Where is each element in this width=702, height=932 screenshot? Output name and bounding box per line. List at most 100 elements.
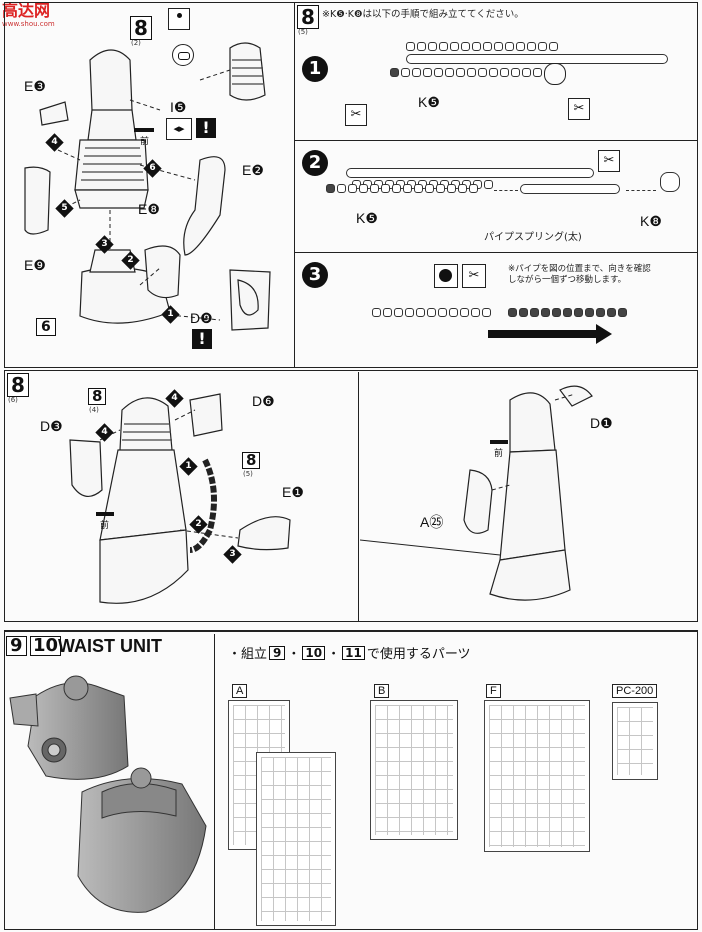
sub-step-2: 2 (302, 150, 328, 176)
step-10: 10 (30, 636, 62, 656)
k5-segments (390, 68, 542, 77)
step-marker-4: 4 (165, 389, 184, 408)
step-marker-3: 3 (223, 545, 242, 564)
pipe-spring-label: パイプスプリング(太) (484, 232, 582, 243)
parts-step-10: 10 (302, 645, 326, 660)
watermark-site: 高达网 (2, 1, 51, 20)
divider-bottom (214, 634, 215, 930)
label-d1: D❶ (590, 415, 613, 431)
front-indicator-2: 前 (490, 440, 520, 459)
pipe-segments (406, 42, 558, 51)
panel-bottom (4, 630, 698, 930)
label-d9: D❾ (190, 310, 213, 326)
torso-assembly-illustration (24, 42, 271, 331)
panel-mid (4, 370, 698, 622)
parts-caption-sep: ・ (287, 647, 301, 662)
nipper-icon-2: ✂ (568, 98, 590, 120)
pipe-spring-top (406, 54, 668, 64)
front-label-2: 前 (494, 449, 504, 459)
label-e9: E❾ (24, 257, 46, 273)
label-d3: D❸ (40, 418, 63, 434)
runner-label-a: A (232, 684, 248, 698)
inset-icon (168, 8, 190, 30)
runner-label-b: B (374, 684, 390, 698)
step-number: 8 (297, 5, 319, 29)
step-marker-1: 1 (179, 457, 198, 476)
body-assembly-illustration (69, 393, 291, 604)
front-label: 前 (140, 137, 150, 147)
parts-step-9: 9 (269, 645, 286, 660)
label-d6: D❻ (252, 393, 275, 409)
step-marker-5: 5 (55, 199, 74, 218)
warning-icon-2: ! (192, 329, 212, 349)
divider (294, 140, 698, 141)
sub-step-6: 6 (36, 318, 56, 336)
sub-step-3: 3 (302, 262, 328, 288)
step-marker-1: 1 (161, 305, 180, 324)
hinge-icon (172, 44, 194, 66)
step-sub: (5) (298, 28, 308, 36)
label-e8: E❽ (138, 201, 160, 217)
divider-mid (358, 372, 359, 622)
label-e1: E❶ (282, 484, 304, 500)
runner-label-f: F (486, 684, 501, 698)
move-arrow (488, 330, 596, 338)
step-sub: (2) (131, 39, 141, 47)
nipper-icon-3: ✂ (598, 150, 620, 172)
step-marker-6: 6 (143, 159, 162, 178)
runner-f (484, 700, 590, 852)
nipper-icon: ✂ (345, 104, 367, 126)
ref-step-b: 8 (242, 452, 261, 469)
runner-b (370, 700, 458, 840)
section-rule (4, 630, 698, 632)
runner-a-lower (256, 752, 336, 926)
panel-top-right (294, 2, 698, 368)
ref-step-b-sub: (5) (243, 470, 253, 478)
runner-pc200 (612, 702, 658, 780)
warning-icon: ! (196, 118, 216, 138)
waist-unit-render (9, 675, 207, 913)
step-marker-2: 2 (121, 251, 140, 270)
label-a25: A㉕ (420, 514, 444, 530)
front-indicator: 前 (134, 128, 164, 147)
label-e2: E❷ (242, 162, 264, 178)
detail-circle (544, 63, 566, 85)
step-number: 8 (130, 16, 152, 40)
step-marker-4b: 4 (95, 423, 114, 442)
step-number: 8 (7, 373, 29, 397)
runner-label-pc200: PC-200 (612, 684, 658, 698)
divider-2 (294, 252, 698, 253)
k5-segments-3 (372, 308, 491, 317)
moved-segments (508, 308, 627, 317)
parts-step-11: 11 (342, 645, 365, 660)
step-9: 9 (6, 636, 27, 656)
label-i5: I❺ (170, 99, 187, 115)
label-k5: K❺ (418, 94, 440, 110)
step-marker-3: 3 (95, 235, 114, 254)
pipe-spring-mid (346, 168, 594, 178)
arrow-dash (494, 190, 518, 191)
label-k5-2: K❺ (356, 210, 378, 226)
ref-step-a: 8 (88, 388, 107, 405)
rotate-icon (434, 264, 458, 288)
label-e3: E❸ (24, 78, 46, 94)
arrow-dash-2 (626, 190, 656, 191)
move-arrow-head (596, 324, 612, 344)
sub-step-1: 1 (302, 56, 328, 82)
note-3: ※パイプを図の位置まで、向きを確認 しながら一個ずつ移動します。 (508, 264, 651, 285)
body-side-illustration (360, 385, 593, 601)
front-label: 前 (100, 521, 110, 531)
step-sub: (6) (8, 396, 18, 404)
step-marker-2: 2 (189, 515, 208, 534)
front-indicator: 前 (96, 512, 126, 531)
label-k8: K❽ (640, 213, 662, 229)
watermark-logo: 高达网 www.shou.com (2, 2, 66, 32)
instruction-text: ※K❺·K❽は以下の手順で組み立ててください。 (322, 9, 524, 20)
parts-caption-sep-2: ・ (327, 647, 341, 662)
section-title: WAIST UNIT (58, 636, 162, 656)
k5-segments-2 (326, 184, 478, 193)
pipe-spring-thick (520, 184, 620, 194)
parts-caption: ・組立 9 ・ 10 ・ 11 で使用するパーツ (228, 643, 471, 662)
step-marker-4: 4 (45, 133, 64, 152)
k8-part (660, 172, 680, 192)
